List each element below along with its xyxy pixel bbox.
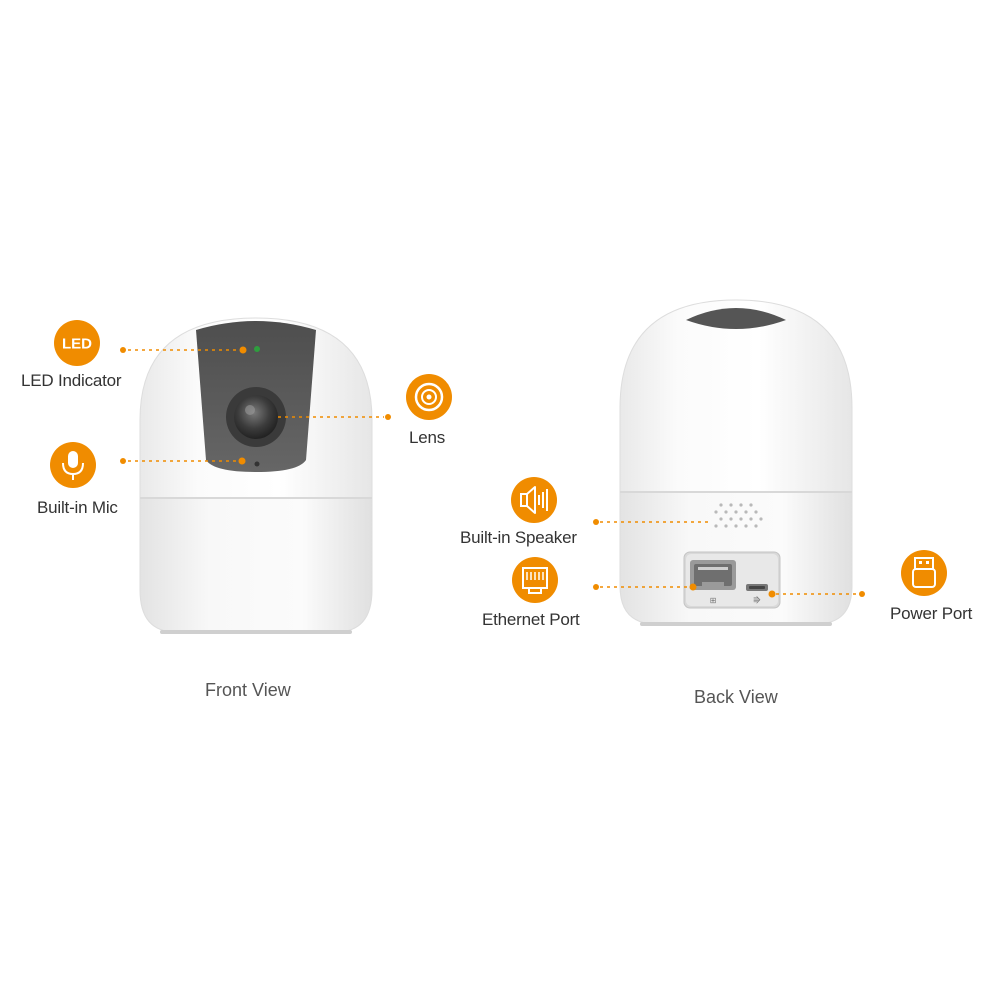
svg-text:⭆: ⭆ [753, 596, 760, 605]
ethernet-jack [690, 560, 736, 590]
front-camera-led [254, 346, 260, 352]
front-camera-mic-hole [254, 461, 260, 467]
microphone-icon [50, 442, 96, 488]
lens-icon [406, 374, 452, 420]
led-indicator-label: LED Indicator [21, 371, 122, 390]
back-camera: ⊞ ⭆ [619, 299, 853, 626]
back-callout-lines [600, 521, 858, 595]
led-badge-icon: LED [54, 320, 100, 366]
lens-label: Lens [409, 428, 446, 447]
svg-text:⊞: ⊞ [710, 596, 717, 605]
built-in-mic-label: Built-in Mic [37, 498, 118, 517]
built-in-speaker-label: Built-in Speaker [460, 528, 577, 547]
usb-plug-icon [901, 550, 947, 596]
ethernet-port-icon [512, 557, 558, 603]
svg-text:LED: LED [62, 336, 92, 353]
front-camera [139, 317, 373, 634]
micro-usb-jack [746, 584, 768, 591]
power-port-label: Power Port [890, 604, 973, 623]
speaker-grille [714, 503, 763, 528]
front-camera-base [139, 497, 373, 633]
back-view-caption: Back View [694, 687, 778, 707]
ethernet-port-label: Ethernet Port [482, 610, 580, 629]
back-camera-top-cap [686, 308, 786, 329]
speaker-icon [511, 477, 557, 523]
back-camera-head [619, 299, 853, 493]
front-view-caption: Front View [205, 680, 291, 700]
front-callout-lines [128, 349, 384, 462]
